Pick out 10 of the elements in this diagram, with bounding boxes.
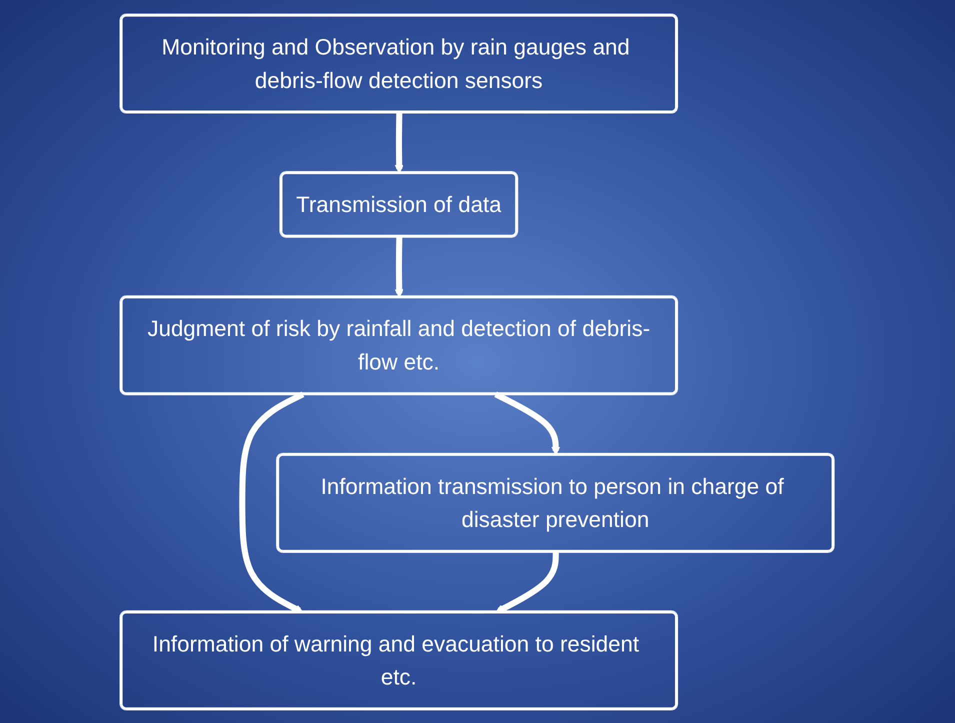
node-text: Information of warning and evacuation to resident etc.	[152, 630, 640, 690]
node-text: Information transmission to person in charge of disaster prevention	[321, 473, 784, 532]
arrow	[395, 236, 404, 298]
node-text: Judgment of risk by rainfall and detection of debris-flow etc.	[148, 316, 651, 374]
arrow	[395, 112, 404, 174]
arrow	[494, 391, 561, 455]
node-text: Transmission of data	[296, 191, 502, 217]
arrow	[496, 551, 560, 613]
node-text: Monitoring and Observation by rain gauges and debris-flow detection sensors	[162, 34, 630, 92]
arrow	[240, 391, 305, 613]
